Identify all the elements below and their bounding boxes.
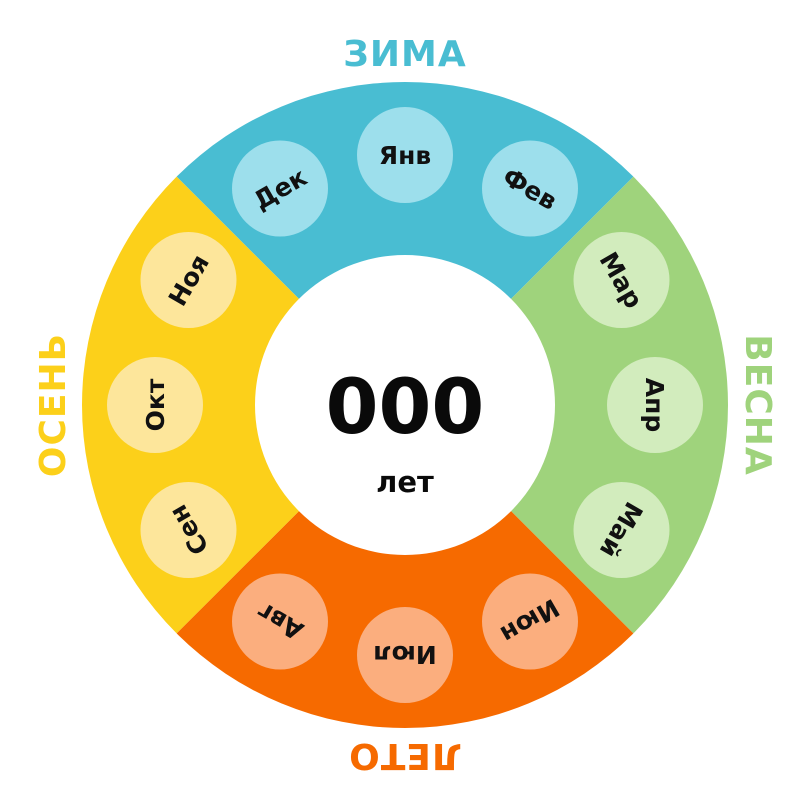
month-circle xyxy=(140,482,237,578)
month-12: Ноя xyxy=(140,232,237,328)
season-label-autumn: ОСЕНЬ xyxy=(33,333,74,477)
season-label-summer: ЛЕТО xyxy=(348,735,462,776)
month-circle xyxy=(607,357,703,453)
month-2: Янв xyxy=(357,107,453,203)
season-label-winter: ЗИМА xyxy=(343,34,466,75)
month-4: Мар xyxy=(573,232,670,328)
center-value: 000 xyxy=(326,362,485,451)
month-circle xyxy=(573,482,670,578)
month-8: Июл xyxy=(357,607,453,703)
month-circle xyxy=(140,232,237,328)
month-1: Дек xyxy=(232,140,328,237)
month-5: Апр xyxy=(607,357,703,453)
center-disc xyxy=(258,258,552,552)
month-circle xyxy=(357,607,453,703)
month-circle xyxy=(232,573,328,670)
month-3: Фев xyxy=(482,140,578,237)
month-9: Авг xyxy=(232,573,328,670)
month-10: Сен xyxy=(140,482,237,578)
month-circle xyxy=(232,140,328,237)
month-6: Май xyxy=(573,482,670,578)
month-circle xyxy=(482,140,578,237)
season-label-spring: ВЕСНА xyxy=(737,334,778,475)
month-label: Апр xyxy=(640,378,669,433)
month-label: Янв xyxy=(379,141,431,170)
month-circle xyxy=(573,232,670,328)
month-circle xyxy=(482,573,578,670)
month-circle xyxy=(357,107,453,203)
month-label: Июл xyxy=(373,640,437,669)
center-unit: лет xyxy=(376,465,434,499)
month-circle xyxy=(107,357,203,453)
month-11: Окт xyxy=(107,357,203,453)
month-label: Окт xyxy=(141,378,170,431)
month-7: Июн xyxy=(482,573,578,670)
